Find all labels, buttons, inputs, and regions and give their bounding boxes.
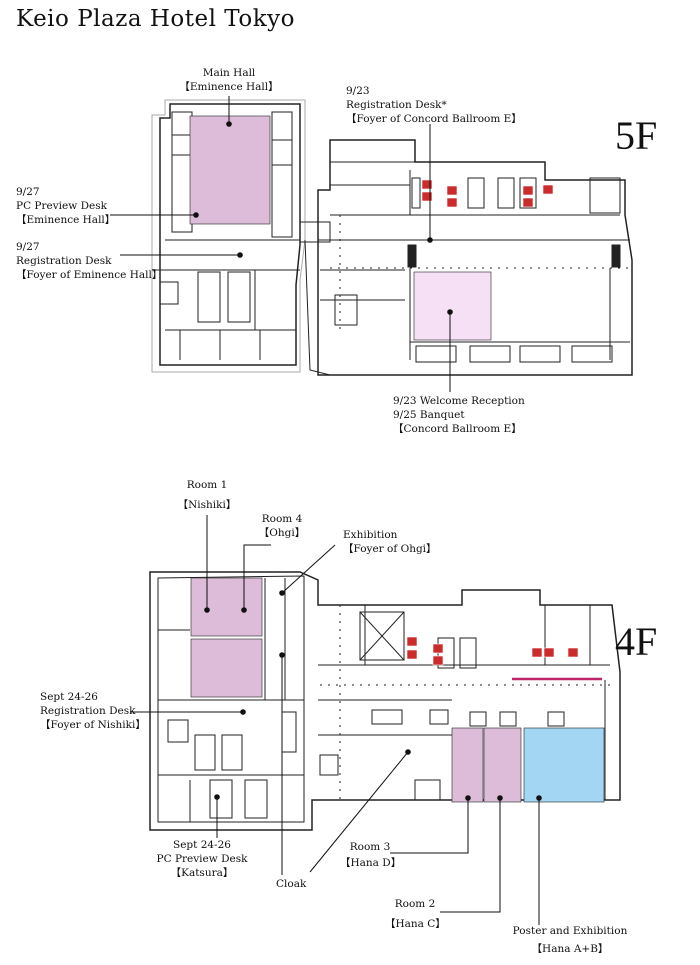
area-hana-ab: [523, 727, 605, 803]
label-room2: Room 2【Hana C】: [385, 898, 446, 930]
stair-markers-5f: [421, 179, 554, 208]
label-cloak: Cloak: [276, 878, 307, 890]
area-ohgi: [190, 638, 263, 698]
label-room1: Room 1【Nishiki】: [177, 479, 237, 511]
floor5-plan: [151, 99, 633, 376]
label-main-hall: Main Hall【Eminence Hall】: [179, 67, 279, 93]
label-room4: Room 4【Ohgi】: [258, 513, 306, 539]
area-eminence-hall: [189, 115, 271, 225]
label-room3: Room 3【Hana D】: [340, 841, 402, 869]
floor4-label: 4F: [615, 619, 658, 664]
area-hana-c: [483, 727, 522, 803]
area-nishiki: [190, 577, 263, 637]
page-title: Keio Plaza Hotel Tokyo: [16, 6, 295, 32]
area-hana-d: [451, 727, 484, 803]
leader-lines: [110, 96, 540, 925]
leader-dots: [193, 121, 542, 801]
stair-markers-4f: [406, 636, 579, 666]
label-poster: Poster and Exhibition【Hana A+B】: [512, 925, 628, 955]
area-concord-ballroom-e: [413, 271, 492, 341]
label-exhibition: Exhibition【Foyer of Ohgi】: [343, 529, 437, 555]
floor5-label: 5F: [615, 113, 658, 158]
